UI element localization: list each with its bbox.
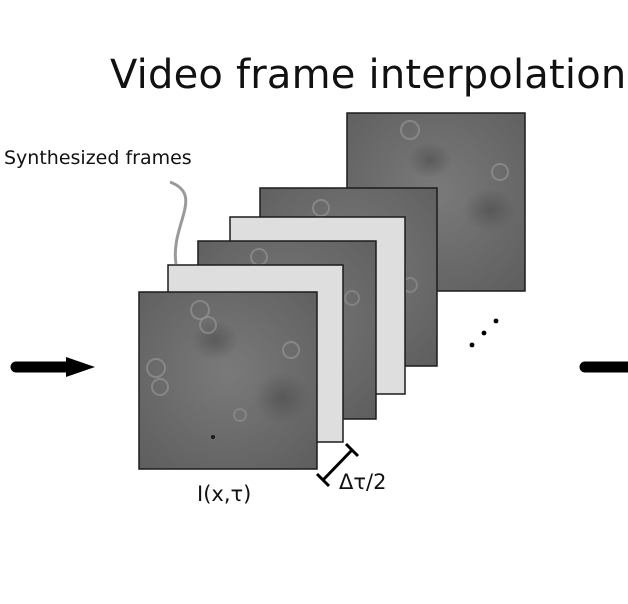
front-frame-label: I(x,τ) — [197, 482, 252, 506]
input-arrow — [10, 357, 95, 377]
delta-tau-label: Δτ/2 — [339, 470, 387, 494]
delta-tau-bracket — [315, 442, 360, 488]
synthesized-frames-label: Synthesized frames — [4, 147, 192, 169]
callout-line — [169, 180, 188, 265]
frame-front — [138, 291, 318, 470]
diagram-title: Video frame interpolation — [110, 52, 627, 98]
ellipsis-dots — [469, 318, 499, 348]
